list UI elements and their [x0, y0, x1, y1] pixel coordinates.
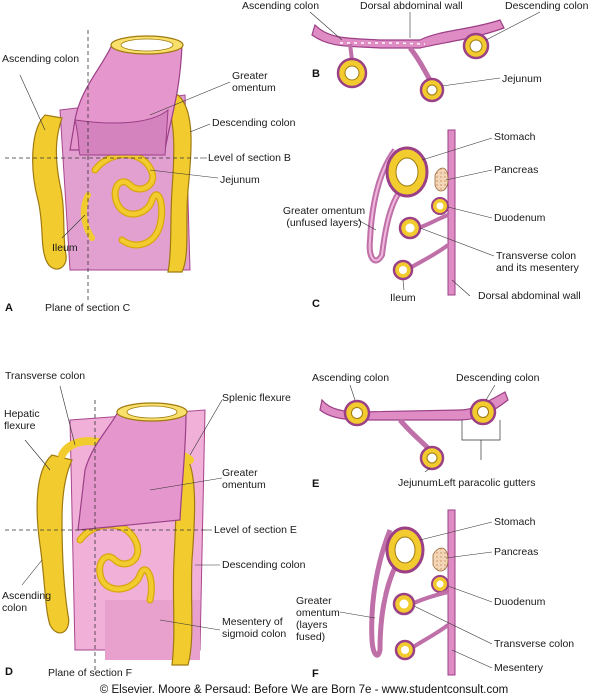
label-f-duodenum: Duodenum — [494, 596, 546, 608]
label-a-level-b: Level of section B — [208, 152, 291, 164]
label-e-paracolic: Left paracolic gutters — [438, 477, 536, 489]
ascending-colon-a — [32, 114, 67, 270]
label-f-pancreas: Pancreas — [494, 546, 539, 558]
dorsal-wall-b — [311, 19, 505, 49]
descending-colon-a — [165, 94, 192, 273]
dorsal-wall-c — [447, 129, 456, 296]
label-d-greater-omentum: Greater omentum — [222, 467, 266, 491]
dorsal-wall-f — [447, 509, 456, 676]
panel-letter-b: B — [312, 68, 320, 80]
label-f-stomach: Stomach — [494, 516, 536, 528]
label-c-stomach: Stomach — [494, 131, 536, 143]
panel-letter-e: E — [312, 478, 320, 490]
label-d-hepatic-flexure: Hepatic flexure — [4, 408, 40, 432]
label-f-greater-omentum: Greater omentum (layers fused) — [296, 595, 340, 643]
label-c-pancreas: Pancreas — [494, 164, 539, 176]
greater-omentum-a — [74, 108, 169, 156]
panel-letter-f: F — [312, 668, 319, 680]
label-a-descending-colon: Descending colon — [212, 117, 296, 129]
stomach-tube-d — [77, 411, 187, 531]
label-d-ascending-colon: Ascending colon — [2, 590, 52, 614]
label-f-transverse-colon: Transverse colon — [494, 638, 575, 650]
panel-letter-a: A — [5, 302, 13, 314]
label-a-ascending-colon: Ascending colon — [2, 53, 80, 65]
label-a-jejunum: Jejunum — [220, 174, 260, 186]
label-a-ileum: Ileum — [52, 242, 78, 254]
label-b-descending-colon: Descending colon — [505, 0, 589, 12]
panel-f-drawing — [339, 509, 493, 676]
label-e-ascending-colon: Ascending colon — [312, 372, 390, 384]
panel-c-drawing — [357, 129, 495, 297]
ascending-colon-d — [36, 454, 73, 634]
label-d-plane-f: Plane of section F — [48, 667, 133, 679]
ileum-a — [80, 192, 95, 241]
panel-b-drawing — [309, 11, 541, 103]
pancreas-c — [434, 167, 449, 192]
label-c-ileum: Ileum — [390, 292, 416, 304]
label-c-duodenum: Duodenum — [494, 212, 546, 224]
label-d-transverse-colon: Transverse colon — [5, 370, 86, 382]
panel-d-drawing — [5, 385, 223, 670]
panel-letter-d: D — [5, 666, 13, 678]
label-c-dorsal-wall: Dorsal abdominal wall — [478, 290, 581, 302]
label-b-dorsal-wall: Dorsal abdominal wall — [360, 0, 463, 12]
paracolic-bracket — [461, 420, 501, 460]
label-c-transverse-colon: Transverse colon and its mesentery — [496, 250, 579, 274]
panel-e-drawing — [319, 384, 509, 473]
label-d-descending-colon: Descending colon — [222, 559, 306, 571]
label-f-mesentery: Mesentery — [494, 662, 544, 674]
label-d-splenic-flexure: Splenic flexure — [222, 392, 291, 404]
label-b-jejunum: Jejunum — [502, 73, 542, 85]
label-d-level-e: Level of section E — [214, 524, 297, 536]
label-d-mesentery-sigmoid: Mesentery of sigmoid colon — [222, 616, 287, 640]
label-a-greater-omentum: Greater omentum — [232, 70, 276, 94]
label-e-jejunum: Jejunum — [398, 477, 438, 489]
label-e-descending-colon: Descending colon — [456, 372, 540, 384]
copyright-credit: © Elsevier. Moore & Persaud: Before We a… — [99, 684, 509, 696]
pancreas-f — [432, 547, 449, 572]
label-b-ascending-colon: Ascending colon — [242, 0, 320, 12]
panel-a-drawing — [5, 30, 231, 300]
greater-omentum-f — [369, 529, 399, 658]
label-c-greater-omentum: Greater omentum (unfused layers) — [282, 205, 366, 229]
panel-letter-c: C — [312, 298, 320, 310]
label-a-plane-c: Plane of section C — [45, 302, 131, 314]
